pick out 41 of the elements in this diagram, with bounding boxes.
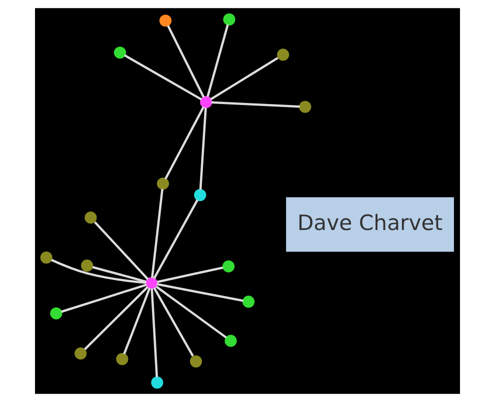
connector: [150, 188, 163, 278]
node-circle: [222, 260, 234, 272]
node-circle: [222, 13, 235, 26]
connector: [210, 101, 300, 108]
connector: [94, 221, 148, 280]
node-circle: [156, 178, 169, 190]
node-circle: [40, 252, 52, 264]
connector: [152, 199, 198, 279]
connector: [124, 54, 202, 100]
node-circle: [80, 260, 93, 272]
node-circle: [50, 307, 62, 320]
node-circle: [158, 14, 172, 27]
connector: [166, 25, 204, 98]
node-circle: [224, 334, 236, 347]
connector: [156, 283, 243, 302]
connector: [92, 266, 146, 283]
connector: [60, 284, 146, 313]
label: Dave Charvet: [296, 210, 442, 236]
node-circle: [144, 277, 158, 290]
node-circle: [242, 296, 254, 308]
connector: [122, 288, 150, 354]
node-circle: [74, 347, 86, 360]
node-circle: [194, 189, 206, 202]
node-circle: [116, 353, 128, 366]
node-circle: [200, 96, 212, 108]
node-circle: [150, 376, 163, 389]
connector: [156, 266, 223, 284]
connector: [50, 258, 146, 284]
connector: [150, 288, 158, 378]
connector: [152, 287, 194, 357]
node-circle: [189, 355, 202, 368]
node-circle: [113, 46, 126, 59]
connector: [198, 108, 206, 190]
connector: [164, 106, 204, 180]
node-circle: [84, 212, 96, 224]
node-circle: [276, 48, 289, 61]
connector: [210, 57, 278, 100]
connector: [206, 24, 228, 97]
connector: [84, 286, 148, 350]
node-circle: [298, 100, 311, 113]
connector: [155, 286, 226, 338]
